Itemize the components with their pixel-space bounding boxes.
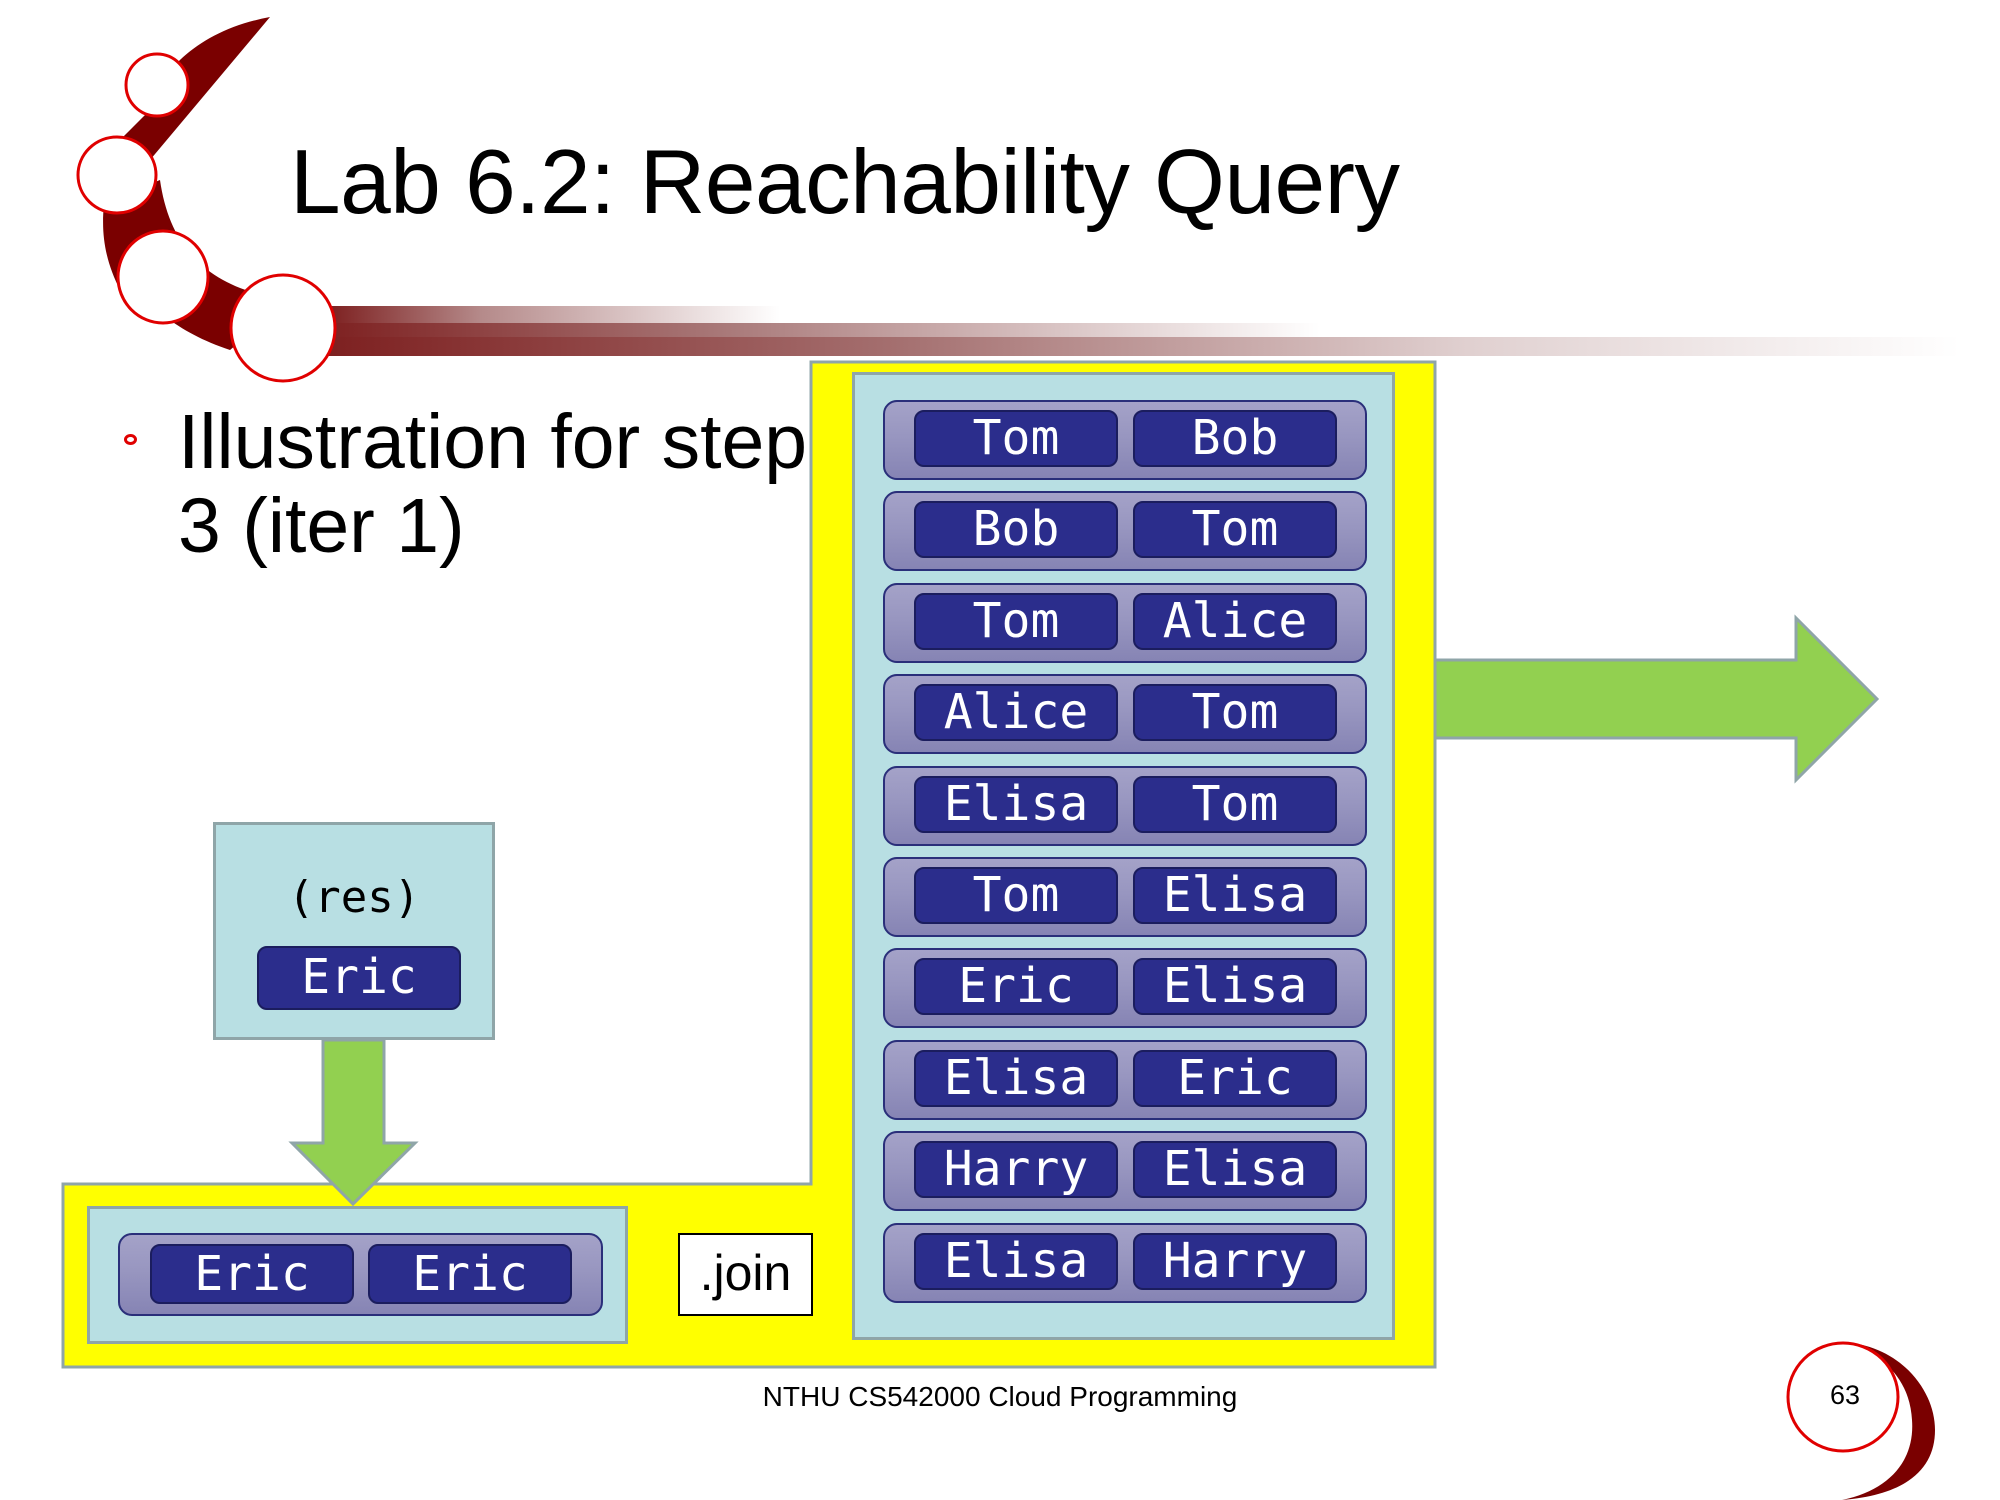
edge-source: Harry — [914, 1141, 1118, 1199]
header-swoosh — [103, 17, 270, 290]
join-operator-label: .join — [678, 1233, 813, 1316]
down-arrow-icon — [288, 1038, 419, 1207]
edge-target: Tom — [1133, 501, 1337, 559]
edge-source: Tom — [914, 410, 1118, 467]
slide-title: Lab 6.2: Reachability Query — [290, 132, 1400, 233]
slide-footer: NTHU CS542000 Cloud Programming — [762, 1381, 1238, 1412]
edge-source: Elisa — [914, 1049, 1118, 1107]
edge-source: Tom — [914, 867, 1118, 924]
edge-row: Bob Tom — [883, 491, 1367, 572]
edge-source: Alice — [914, 684, 1118, 742]
join-input-value: Eric — [368, 1244, 572, 1304]
header-circle-3 — [116, 229, 210, 325]
edge-target: Tom — [1133, 775, 1337, 833]
edge-target: Tom — [1133, 684, 1337, 742]
edge-target: Harry — [1133, 1232, 1337, 1290]
join-input-key: Eric — [150, 1244, 354, 1304]
header-gradient-bar — [320, 306, 1960, 356]
bullet-text: Illustration for step 3 (iter 1) — [178, 399, 808, 569]
join-input-row: Eric Eric — [118, 1233, 603, 1316]
header-circle-2 — [76, 135, 158, 215]
res-label: (res) — [287, 872, 421, 923]
res-value: Eric — [257, 946, 461, 1010]
edge-row: Elisa Harry — [883, 1222, 1367, 1303]
join-input-panel: Eric Eric — [87, 1206, 628, 1344]
edge-source: Eric — [914, 958, 1118, 1016]
page-number-swoosh — [1842, 1342, 1935, 1500]
edge-target: Alice — [1133, 592, 1337, 650]
edge-target: Elisa — [1133, 1141, 1337, 1199]
edge-row: Harry Elisa — [883, 1131, 1367, 1212]
edge-source: Elisa — [914, 1232, 1118, 1290]
edge-row: Tom Elisa — [883, 857, 1367, 937]
edge-row: Eric Elisa — [883, 948, 1367, 1029]
bullet-icon — [124, 434, 137, 445]
edge-source: Bob — [914, 501, 1118, 559]
edge-row: Tom Bob — [883, 400, 1367, 480]
edge-row: Elisa Eric — [883, 1039, 1367, 1120]
page-number: 63 — [1829, 1380, 1861, 1410]
edge-row: Alice Tom — [883, 674, 1367, 755]
res-box: (res) Eric — [213, 822, 495, 1040]
edge-row: Tom Alice — [883, 582, 1367, 663]
edge-target: Elisa — [1133, 867, 1337, 924]
edge-source: Elisa — [914, 775, 1118, 833]
header-circle-1 — [124, 52, 190, 118]
edge-row: Elisa Tom — [883, 765, 1367, 846]
edge-target: Eric — [1133, 1049, 1337, 1107]
edge-source: Tom — [914, 592, 1118, 650]
header-swoosh-lower — [110, 180, 290, 350]
edge-target: Elisa — [1133, 958, 1337, 1016]
header-circle-4 — [229, 273, 337, 383]
right-arrow-icon — [1433, 614, 1880, 784]
edge-target: Bob — [1133, 410, 1337, 467]
